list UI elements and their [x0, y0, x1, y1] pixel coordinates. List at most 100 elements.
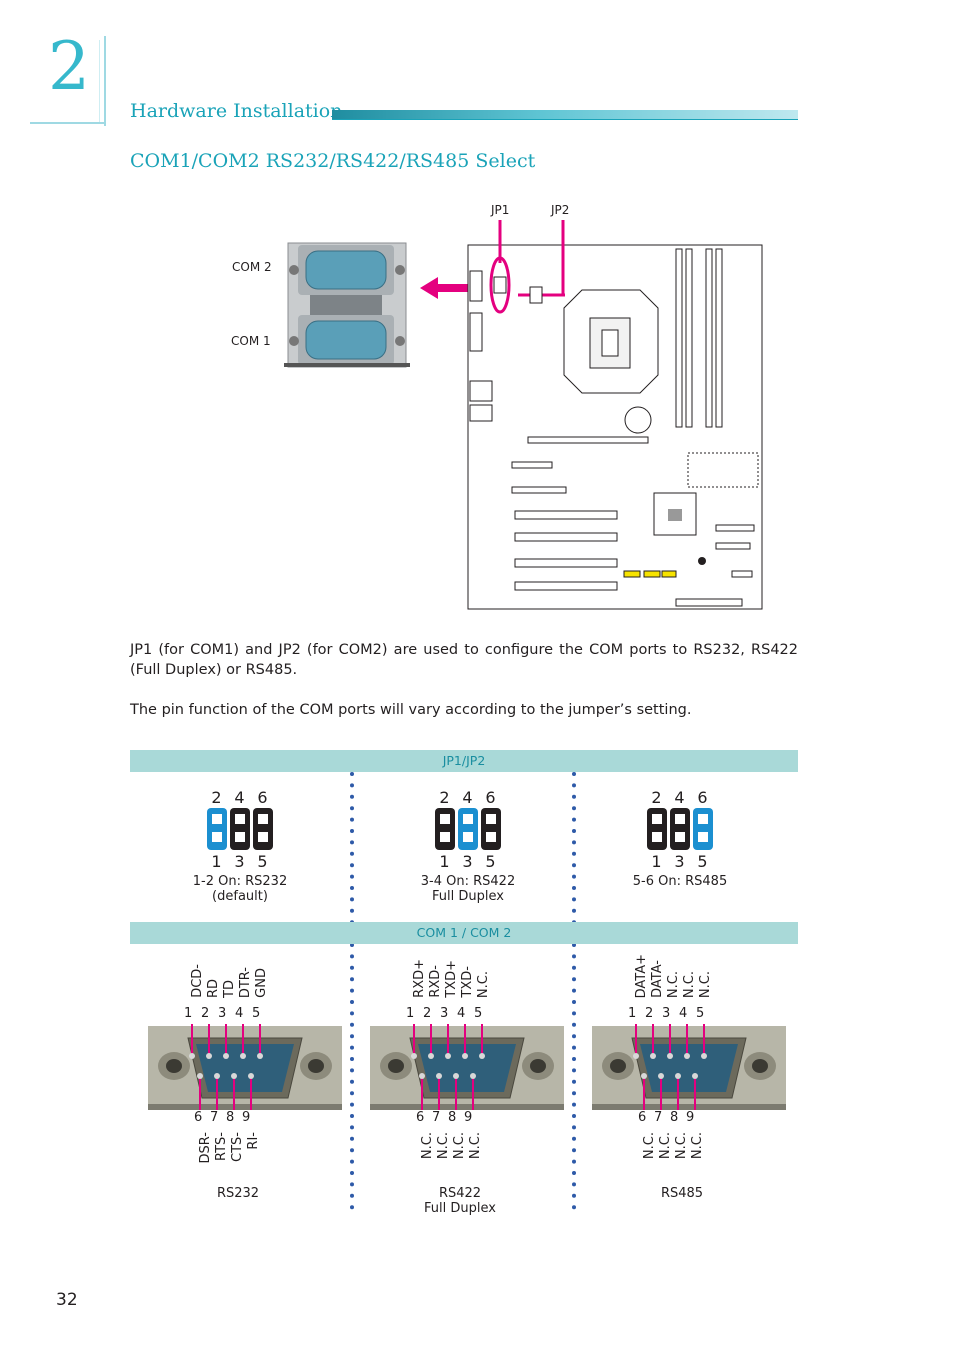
jumper-pin [258, 832, 268, 842]
chapter-box-vertical [104, 36, 106, 126]
pin-number: 8 [448, 1110, 457, 1125]
separator-dot [350, 954, 354, 959]
separator-dot [572, 863, 576, 868]
separator-dot [572, 1102, 576, 1107]
separator-dot [572, 794, 576, 799]
chapter-box-inner-line [99, 40, 100, 122]
separator-dot [572, 897, 576, 902]
pin-number: 9 [464, 1110, 473, 1125]
separator-dot [350, 1136, 354, 1141]
separator-dot [572, 1171, 576, 1175]
connector-caption-line2: Full Duplex [424, 1201, 496, 1216]
jumper-pin [652, 832, 662, 842]
pin-signal-label: RTS- [214, 1132, 229, 1161]
pin-number: 2 [439, 788, 450, 807]
jumper-pin [463, 814, 473, 824]
pin-number: 9 [686, 1110, 695, 1125]
separator-dot [350, 1045, 354, 1050]
jumper-diagram [647, 808, 713, 850]
separator-dot [350, 1205, 354, 1210]
pin-signal-label: N.C. [468, 1132, 483, 1160]
separator-dot [572, 1193, 576, 1198]
pin-number: 9 [242, 1110, 251, 1125]
separator-dot [350, 794, 354, 799]
separator-dot [572, 829, 576, 833]
pin-number: 6 [485, 788, 496, 807]
jumper-caption-line2: Full Duplex [432, 889, 504, 904]
separator-dot [572, 840, 576, 845]
pin-number: 2 [211, 788, 222, 807]
com1-label: COM 1 [231, 334, 271, 348]
paragraph-jumper-usage: JP1 (for COM1) and JP2 (for COM2) are us… [130, 642, 798, 678]
pin-signal-label: DTR- [238, 966, 253, 998]
pin-number: 1 [406, 1006, 415, 1021]
pin-number: 4 [234, 788, 245, 807]
pin-number: 1 [651, 852, 662, 871]
pin-signal-label: DATA- [650, 960, 665, 998]
jumper-caption-line1: 1-2 On: RS232 [192, 874, 288, 889]
separator-dot [572, 1091, 576, 1096]
separator-dot [572, 1034, 576, 1039]
pin-signal-label: N.C. [452, 1132, 467, 1160]
separator-dot [572, 1125, 576, 1130]
pin-signal-label: DCD- [190, 964, 205, 998]
pin-number: 1 [439, 852, 450, 871]
pin-number: 4 [674, 788, 685, 807]
pin-number: 3 [462, 852, 473, 871]
jumper-pin [486, 832, 496, 842]
pin-number: 4 [235, 1006, 244, 1021]
separator-dot [572, 1022, 576, 1027]
pin-signal-label: N.C. [642, 1132, 657, 1160]
paragraph-pin-function: The pin function of the COM ports will v… [130, 702, 692, 718]
jumper-caption: 5-6 On: RS485 [590, 874, 770, 889]
pin-number: 3 [218, 1006, 227, 1021]
jumper-band: JP1/JP2 [130, 750, 798, 772]
separator-dot [572, 977, 576, 982]
pin-signal-label: TXD+ [444, 960, 459, 998]
separator-dot [572, 806, 576, 811]
separator-dot [572, 965, 576, 970]
separator-dot [572, 908, 576, 913]
pin-number: 3 [662, 1006, 671, 1021]
com-band: COM 1 / COM 2 [130, 922, 798, 944]
jumper-pin [235, 814, 245, 824]
pin-number: 4 [457, 1006, 466, 1021]
separator-dot [572, 1159, 576, 1164]
separator-dot [572, 1148, 576, 1153]
separator-dot [572, 1182, 576, 1187]
pin-number: 5 [485, 852, 496, 871]
chapter-title: Hardware Installation [130, 100, 343, 122]
separator-dot [572, 954, 576, 959]
separator-dot [572, 1000, 576, 1004]
db9-connector-image [370, 1024, 564, 1110]
separator-dot [350, 1079, 354, 1084]
separator-dot [350, 772, 354, 776]
separator-dot [350, 1022, 354, 1027]
separator-dot [572, 1136, 576, 1141]
pin-number: 2 [201, 1006, 210, 1021]
separator-dot [350, 874, 354, 879]
pin-signal-label: RD [206, 978, 221, 998]
pin-signal-label: RXD- [428, 965, 443, 998]
chapter-number: 2 [48, 28, 90, 105]
separator-dot [350, 908, 354, 913]
pin-number: 6 [416, 1110, 425, 1125]
separator-dot [350, 977, 354, 982]
jumper-pin [675, 814, 685, 824]
separator-dot [350, 806, 354, 811]
pin-number: 2 [423, 1006, 432, 1021]
pin-signal-label: DSR- [198, 1132, 213, 1164]
separator-dot [572, 1068, 576, 1073]
separator-dot [572, 772, 576, 776]
jumper-pin [698, 814, 708, 824]
pin-number: 5 [257, 852, 268, 871]
pin-signal-label: DATA+ [634, 953, 649, 998]
arrow-icon [420, 277, 480, 299]
jumper-pin [463, 832, 473, 842]
separator-dot [350, 1171, 354, 1175]
separator-dot [350, 886, 354, 890]
